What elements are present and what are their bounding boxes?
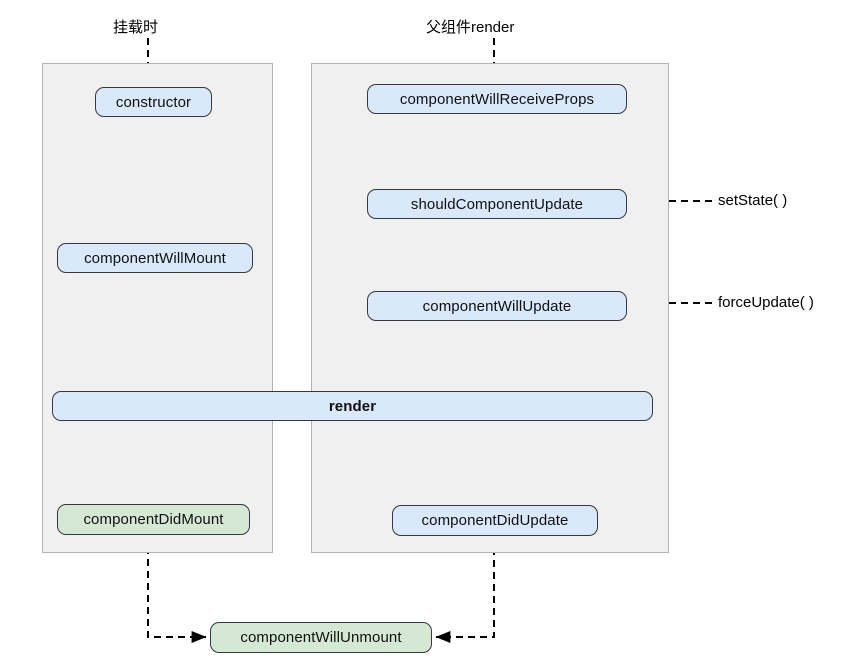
node-render[interactable]: render <box>52 391 653 421</box>
node-component-will-mount[interactable]: componentWillMount <box>57 243 253 273</box>
caption-mounting: 挂载时 <box>113 19 159 36</box>
node-component-did-mount[interactable]: componentDidMount <box>57 504 250 535</box>
node-component-did-update[interactable]: componentDidUpdate <box>392 505 598 536</box>
caption-parent-render: 父组件render <box>426 19 515 36</box>
node-constructor[interactable]: constructor <box>95 87 212 117</box>
node-should-component-update[interactable]: shouldComponentUpdate <box>367 189 627 219</box>
label-set-state: setState( ) <box>718 192 788 209</box>
panel-mounting <box>42 63 273 553</box>
label-force-update: forceUpdate( ) <box>718 294 814 311</box>
node-component-will-receive-props[interactable]: componentWillReceiveProps <box>367 84 627 114</box>
node-component-will-unmount[interactable]: componentWillUnmount <box>210 622 432 653</box>
node-component-will-update[interactable]: componentWillUpdate <box>367 291 627 321</box>
